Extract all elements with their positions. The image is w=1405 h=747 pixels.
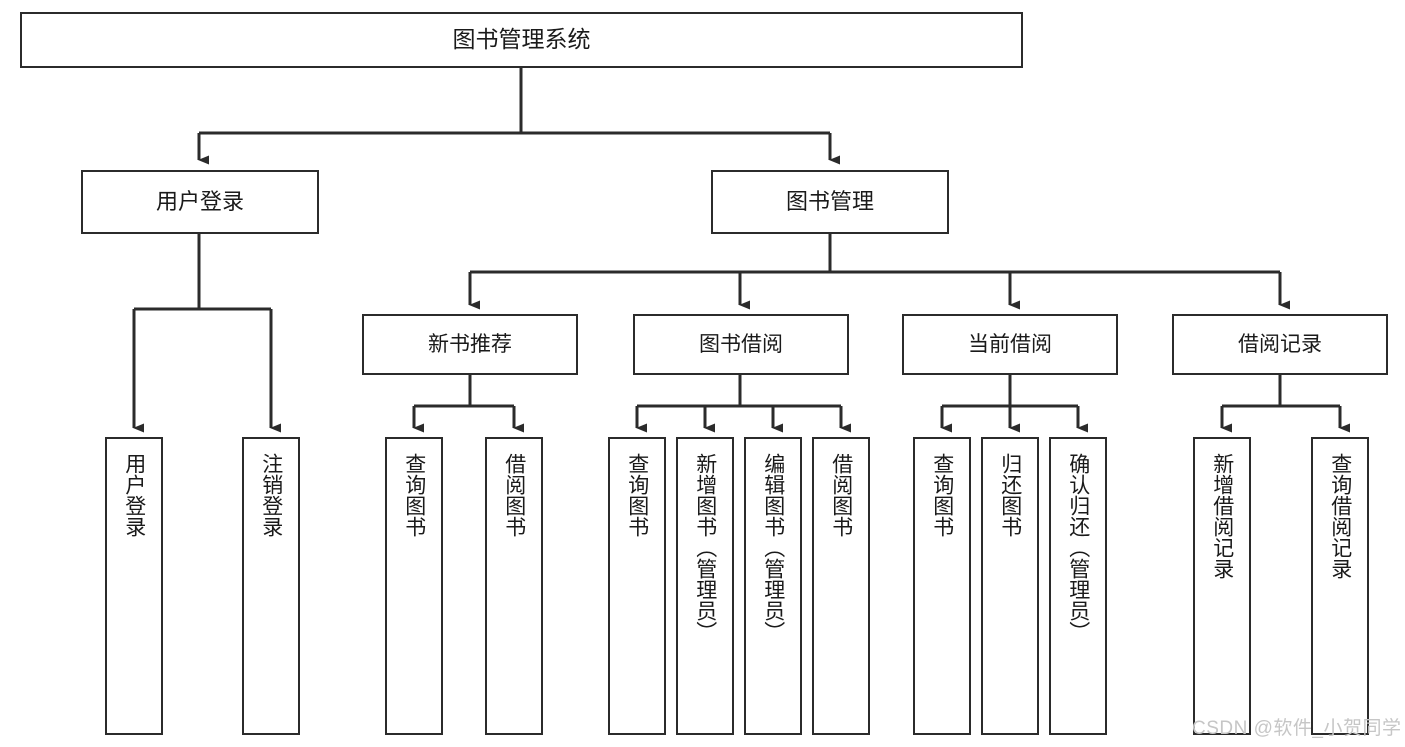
node-label: 当前借阅 — [968, 332, 1052, 356]
node-book-management[interactable]: 图书管理 — [711, 170, 949, 234]
node-label: 借阅图书 — [829, 453, 853, 537]
node-label: 查询借阅记录 — [1328, 453, 1352, 579]
node-book-management-system[interactable]: 图书管理系统 — [20, 12, 1023, 68]
node-label: 图书管理系统 — [452, 26, 591, 53]
leaf-add-book-admin[interactable]: 新增图书（管理员） — [676, 437, 734, 735]
leaf-query-borrow-record[interactable]: 查询借阅记录 — [1311, 437, 1369, 735]
node-label: 注销登录 — [259, 453, 283, 537]
node-book-borrow[interactable]: 图书借阅 — [633, 314, 849, 375]
leaf-edit-book-admin[interactable]: 编辑图书（管理员） — [744, 437, 802, 735]
leaf-add-borrow-record[interactable]: 新增借阅记录 — [1193, 437, 1251, 735]
leaf-query-book-recommend[interactable]: 查询图书 — [385, 437, 443, 735]
node-label: 确认归还（管理员） — [1066, 453, 1090, 642]
leaf-logout-login[interactable]: 注销登录 — [242, 437, 300, 735]
node-label: 新增图书（管理员） — [693, 453, 717, 642]
node-new-book-recommend[interactable]: 新书推荐 — [362, 314, 578, 375]
leaf-borrow-book-recommend[interactable]: 借阅图书 — [485, 437, 543, 735]
node-label: 新增借阅记录 — [1210, 453, 1234, 579]
leaf-confirm-return-admin[interactable]: 确认归还（管理员） — [1049, 437, 1107, 735]
node-label: 查询图书 — [930, 453, 954, 537]
node-label: 新书推荐 — [428, 332, 512, 356]
leaf-borrow-book[interactable]: 借阅图书 — [812, 437, 870, 735]
node-current-borrow[interactable]: 当前借阅 — [902, 314, 1118, 375]
node-label: 图书借阅 — [699, 332, 783, 356]
leaf-return-book[interactable]: 归还图书 — [981, 437, 1039, 735]
node-label: 用户登录 — [122, 453, 146, 537]
node-label: 查询图书 — [402, 453, 426, 537]
csdn-watermark: CSDN @软件_小贺同学 — [1192, 718, 1402, 739]
node-label: 查询图书 — [625, 453, 649, 537]
node-label: 借阅图书 — [502, 453, 526, 537]
leaf-query-book-current[interactable]: 查询图书 — [913, 437, 971, 735]
node-borrow-record[interactable]: 借阅记录 — [1172, 314, 1388, 375]
node-label: 借阅记录 — [1238, 332, 1322, 356]
node-user-login[interactable]: 用户登录 — [81, 170, 319, 234]
node-label: 用户登录 — [155, 188, 244, 214]
leaf-query-book-borrow[interactable]: 查询图书 — [608, 437, 666, 735]
leaf-user-login[interactable]: 用户登录 — [105, 437, 163, 735]
node-label: 编辑图书（管理员） — [761, 453, 785, 642]
node-label: 图书管理 — [785, 188, 874, 214]
node-label: 归还图书 — [998, 453, 1022, 537]
